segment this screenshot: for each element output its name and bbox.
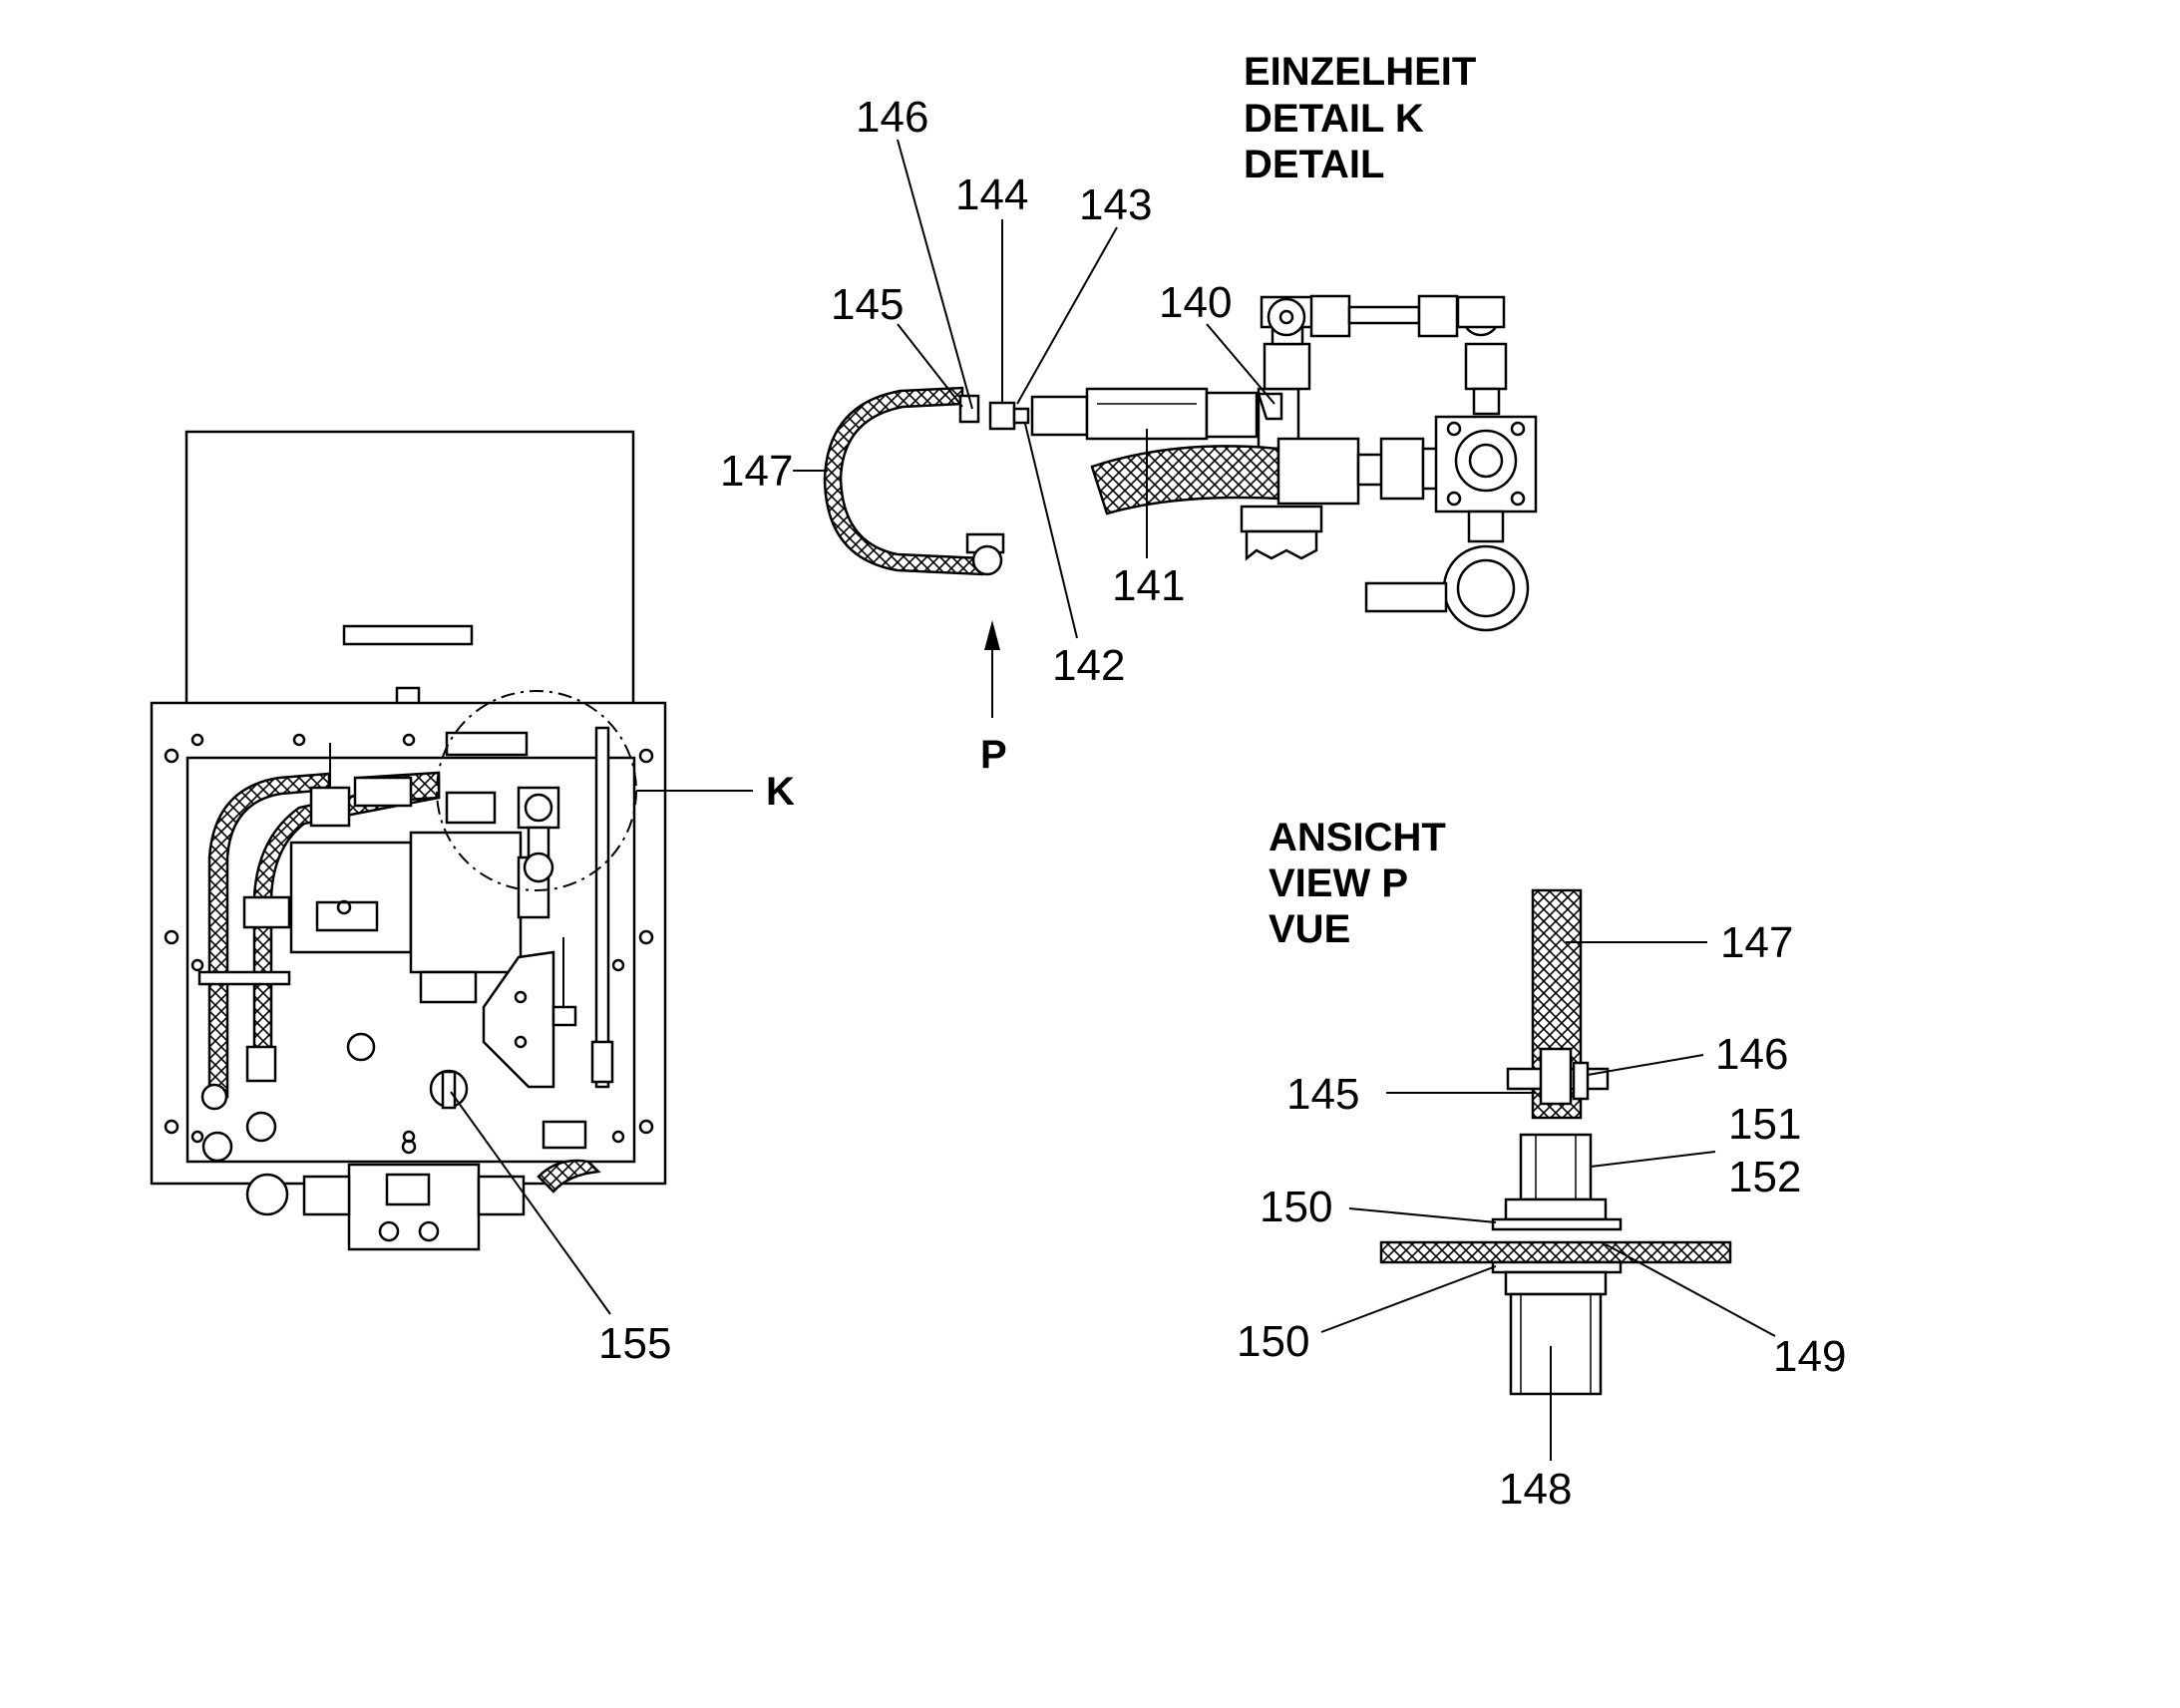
panel-149 [1379,1240,1732,1264]
detail-k-heading-1: EINZELHEIT [1244,50,1476,94]
callout-150-top: 150 [1260,1183,1332,1231]
callout-145: 145 [831,280,904,329]
callout-151: 151 [1728,1100,1801,1149]
bracket-plate [482,950,555,1089]
valve-body [409,831,523,974]
nut-151 [1519,1133,1593,1201]
callout-142: 142 [1052,641,1125,690]
view-p-heading-1: ANSICHT [1269,816,1446,859]
detail-k: EINZELHEIT DETAIL K DETAIL [720,50,1538,777]
callout-145-view: 145 [1286,1070,1359,1119]
callout-146-view: 146 [1715,1030,1788,1079]
fitting-141 [1030,395,1089,437]
view-arrow-label-p: P [980,733,1007,777]
nut-144 [988,401,1016,431]
center-block [1276,437,1360,506]
callout-144: 144 [955,171,1028,219]
view-arrow [984,620,1000,650]
overview-assembly: K 155 [150,430,795,1368]
braided-hose-147 [823,386,984,576]
stud-148 [1509,1292,1603,1396]
detail-marker-k: K [766,770,795,814]
callout-150-bottom: 150 [1237,1317,1309,1366]
callout-146: 146 [856,93,928,142]
braided-hose-lower [1090,445,1280,515]
detail-k-heading-2: DETAIL K [1244,97,1424,141]
callout-155: 155 [598,1319,671,1368]
valve-block [289,841,413,954]
callout-147-detail: 147 [720,447,793,496]
callout-140: 140 [1159,278,1232,327]
housing-inner [185,756,636,1164]
valve-window [315,900,379,932]
callout-148: 148 [1499,1465,1572,1514]
solenoid [309,786,351,828]
detail-k-heading-3: DETAIL [1244,143,1384,186]
view-p-heading-2: VIEW P [1269,861,1408,905]
callout-141: 141 [1112,561,1185,610]
cover-slot [342,624,474,646]
callout-143: 143 [1079,180,1152,229]
view-p: ANSICHT VIEW P VUE 147 146 145 151 152 [1237,816,1846,1514]
callout-149: 149 [1773,1332,1846,1381]
callout-152: 152 [1728,1153,1801,1201]
view-p-heading-3: VUE [1269,907,1350,951]
vertical-pipe [594,726,610,1089]
callout-147-view: 147 [1720,918,1793,967]
